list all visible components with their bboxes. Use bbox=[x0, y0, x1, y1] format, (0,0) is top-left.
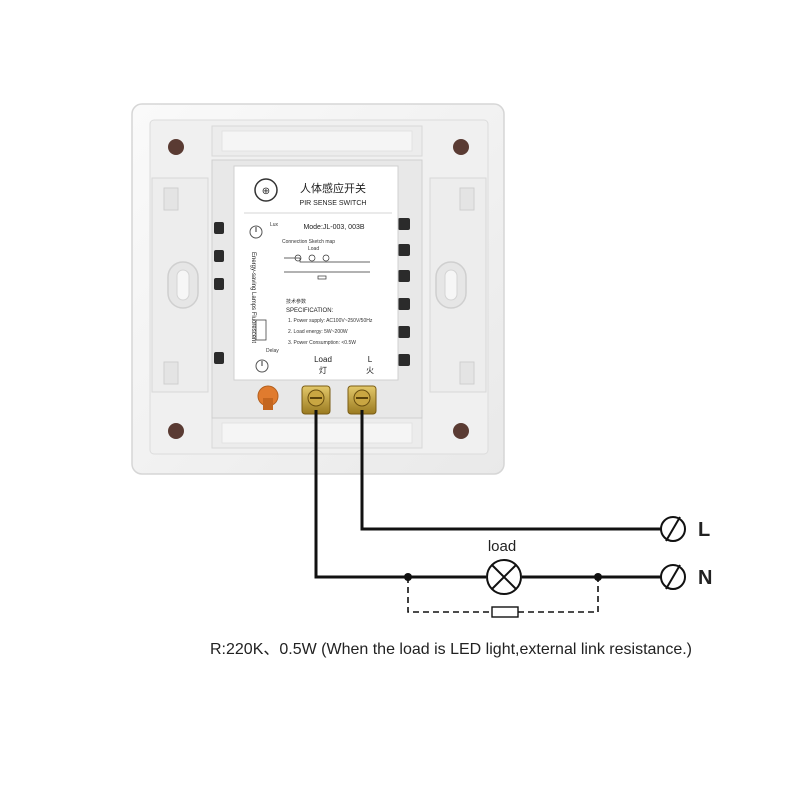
wiring bbox=[314, 410, 662, 579]
terminal-l-text: L bbox=[698, 519, 710, 541]
lux-label: Lux bbox=[270, 222, 279, 228]
spec-cn-heading: 技术参数 bbox=[286, 298, 306, 305]
terminal-l-label: L bbox=[368, 355, 373, 364]
screw-hole-icon bbox=[453, 423, 469, 439]
spec-line: 1. Power supply: AC100V~250V/50Hz bbox=[288, 318, 373, 324]
sensor-module: ⊕ 人体感应开关 PIR SENSE SWITCH Mode:JL-003, 0… bbox=[211, 159, 423, 419]
svg-text:⊕: ⊕ bbox=[262, 186, 270, 197]
connection-heading: Connection Sketch map bbox=[282, 239, 335, 245]
brand-logo-icon bbox=[254, 178, 278, 202]
sketch-load-label: Load bbox=[308, 246, 319, 252]
resistor-branch bbox=[407, 577, 599, 613]
terminal-n-icon bbox=[660, 564, 686, 590]
line-wire bbox=[360, 410, 662, 531]
neutral-wire bbox=[314, 410, 486, 579]
screw-hole-icon bbox=[168, 139, 184, 155]
spec-line: 3. Power Consumption: <0.5W bbox=[288, 340, 356, 346]
spec-heading: SPECIFICATION: bbox=[286, 308, 334, 314]
terminal-block-line bbox=[347, 385, 377, 415]
terminal-load-label: Load bbox=[314, 355, 332, 364]
model-label: Mode:JL-003, 003B bbox=[303, 224, 364, 231]
terminal-load-cn: 灯 bbox=[319, 365, 327, 375]
load-label: load bbox=[488, 538, 516, 555]
terminal-l-icon bbox=[660, 516, 686, 542]
terminal-l-cn: 火 bbox=[366, 366, 374, 375]
terminal-block-load bbox=[301, 385, 331, 415]
device-title-en: PIR SENSE SWITCH bbox=[300, 200, 367, 207]
delay-label: Delay bbox=[266, 348, 279, 354]
screw-hole-icon bbox=[168, 423, 184, 439]
spec-line: 2. Load energy: 5W~200W bbox=[288, 329, 348, 335]
device-title-cn: 人体感应开关 bbox=[300, 181, 366, 195]
footnote: R:220K、0.5W (When the load is LED light,… bbox=[210, 641, 692, 658]
screw-hole-icon bbox=[453, 139, 469, 155]
terminal-n-text: N bbox=[698, 567, 712, 589]
resistor-icon bbox=[491, 606, 519, 618]
side-lamp-text: Energy-saving Lamps Fluorescent bbox=[250, 252, 256, 343]
lamp-icon bbox=[486, 559, 522, 595]
